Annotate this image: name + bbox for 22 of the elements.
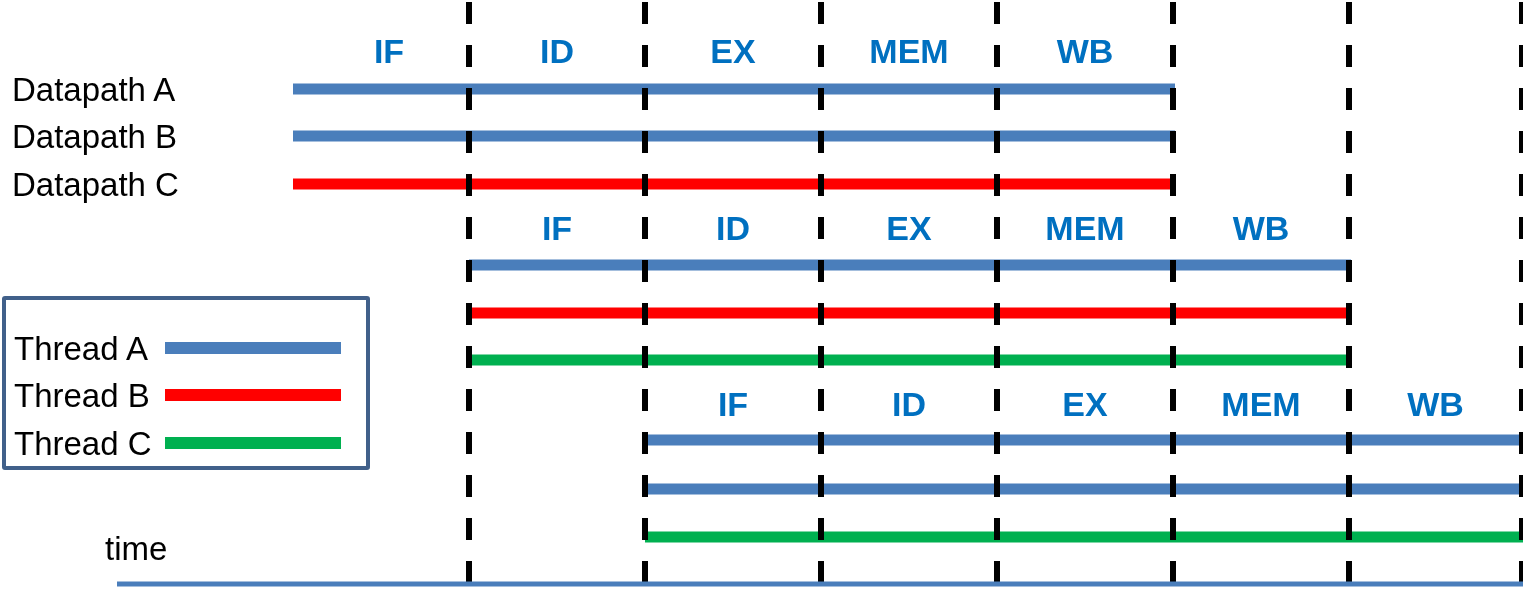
stage-label: MEM [1045,211,1125,245]
row-label: Datapath B [12,119,178,153]
stage-label: IF [541,211,573,245]
stage-label: EX [710,34,756,68]
stage-label: WB [1232,211,1290,245]
stage-label: ID [892,387,926,421]
stage-label: IF [717,387,749,421]
stage-label: ID [716,211,750,245]
stage-label: EX [886,211,932,245]
axis-label: time [105,531,168,565]
legend-label: Thread A [14,331,148,365]
stage-label: WB [1407,387,1464,421]
row-label: Datapath C [12,167,179,201]
stage-label: WB [1056,34,1114,68]
stage-label: EX [1062,387,1108,421]
legend-label: Thread B [14,378,150,412]
stage-label: MEM [1221,387,1301,421]
stage-label: MEM [869,34,949,68]
legend-label: Thread C [14,426,152,460]
stage-label: IF [373,34,405,68]
row-label: Datapath A [12,72,176,106]
stage-label: ID [540,34,574,68]
